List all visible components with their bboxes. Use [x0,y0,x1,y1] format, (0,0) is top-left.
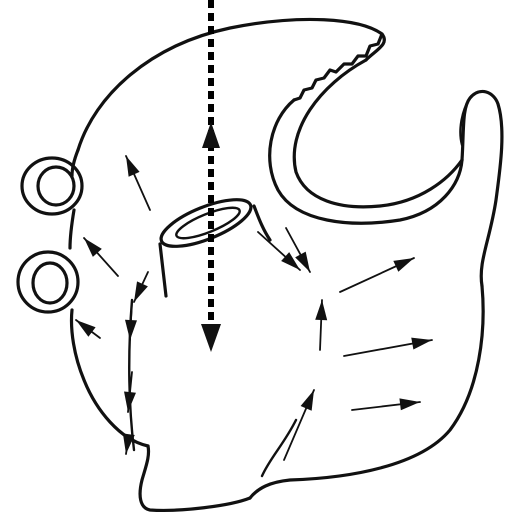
dotted-axis-up-arrowhead [202,122,220,148]
flow-arrow-head [393,258,414,272]
flow-arrow-head [315,300,327,320]
flow-arrow-head [125,320,137,340]
lower-left-orifice-inner [33,263,67,303]
flow-arrow-head [295,252,310,272]
flow-arrow-head [76,320,96,337]
right-vessel [462,91,502,286]
left-mid-outline [70,210,74,248]
flow-arrow-head [301,390,314,411]
upper-left-orifice-inner [38,167,74,205]
flow-arrow-head [134,281,148,302]
central-vessel-top [156,190,257,256]
dotted-axis-down-arrowhead [201,324,221,352]
bottom-vessel [140,446,250,510]
left-lower-outline [72,310,149,446]
central-vessel-left-side [160,244,166,296]
ragged-cut-edge [294,34,382,100]
right-lower-outline [250,286,483,498]
flow-arrow-head [399,398,420,410]
inner-cavity-wall-outer [294,60,462,207]
flow-arrow-head [411,338,432,350]
chamber-outline [78,19,384,150]
bottom-vessel-right-line [262,420,296,476]
inner-cavity-wall [270,100,462,223]
flow-arrows [76,156,432,460]
flow-arrow-head [126,156,140,177]
